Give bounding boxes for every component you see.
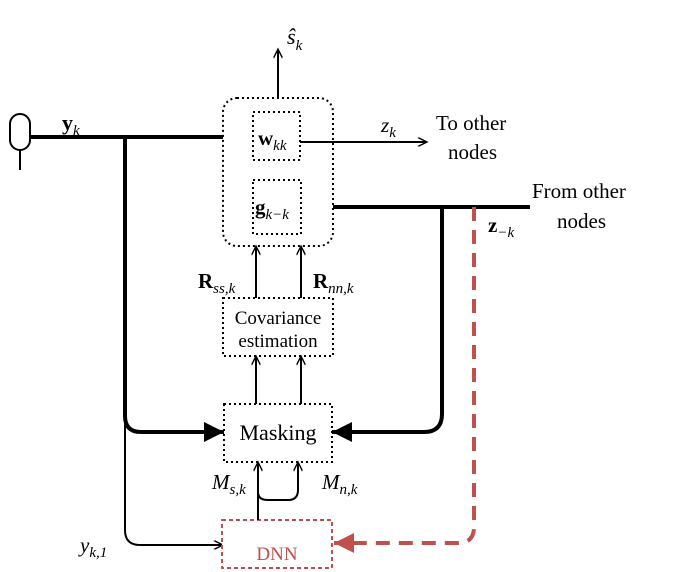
z-minus-k-label: z−k xyxy=(488,213,514,241)
m-n-arrow xyxy=(257,463,298,501)
y-k1-label: yk,1 xyxy=(78,533,107,561)
to-other-nodes-line2: nodes xyxy=(448,140,497,164)
remote-to-masking-line xyxy=(332,207,444,442)
w-kk-label: wkk xyxy=(258,126,287,154)
m-s-label: Ms,k xyxy=(211,470,246,498)
y-k-label: yk xyxy=(62,110,80,139)
covariance-label-line2: estimation xyxy=(238,331,318,352)
r-ss-label: Rss,k xyxy=(198,269,236,297)
dnn-label: DNN xyxy=(256,544,297,565)
microphone-icon xyxy=(9,113,31,170)
g-block xyxy=(252,179,302,235)
s-hat-label: ŝk xyxy=(287,24,303,54)
to-other-nodes-line1: To other xyxy=(436,111,506,135)
from-other-nodes-line2: nodes xyxy=(557,209,606,233)
w-kk-block xyxy=(252,111,301,161)
g-label: gk−k xyxy=(255,195,289,223)
m-n-label: Mn,k xyxy=(321,470,358,498)
covariance-block xyxy=(222,297,334,357)
masking-block xyxy=(223,403,333,463)
remote-to-dnn-line xyxy=(356,207,476,545)
input-to-dnn-line xyxy=(124,137,222,545)
dnn-block xyxy=(221,519,333,569)
from-other-nodes-line1: From other xyxy=(532,179,626,203)
z-k-label: zk xyxy=(380,113,396,141)
r-nn-label: Rnn,k xyxy=(313,269,354,297)
covariance-label-line1: Covariance xyxy=(235,308,322,329)
masking-label: Masking xyxy=(240,420,317,445)
